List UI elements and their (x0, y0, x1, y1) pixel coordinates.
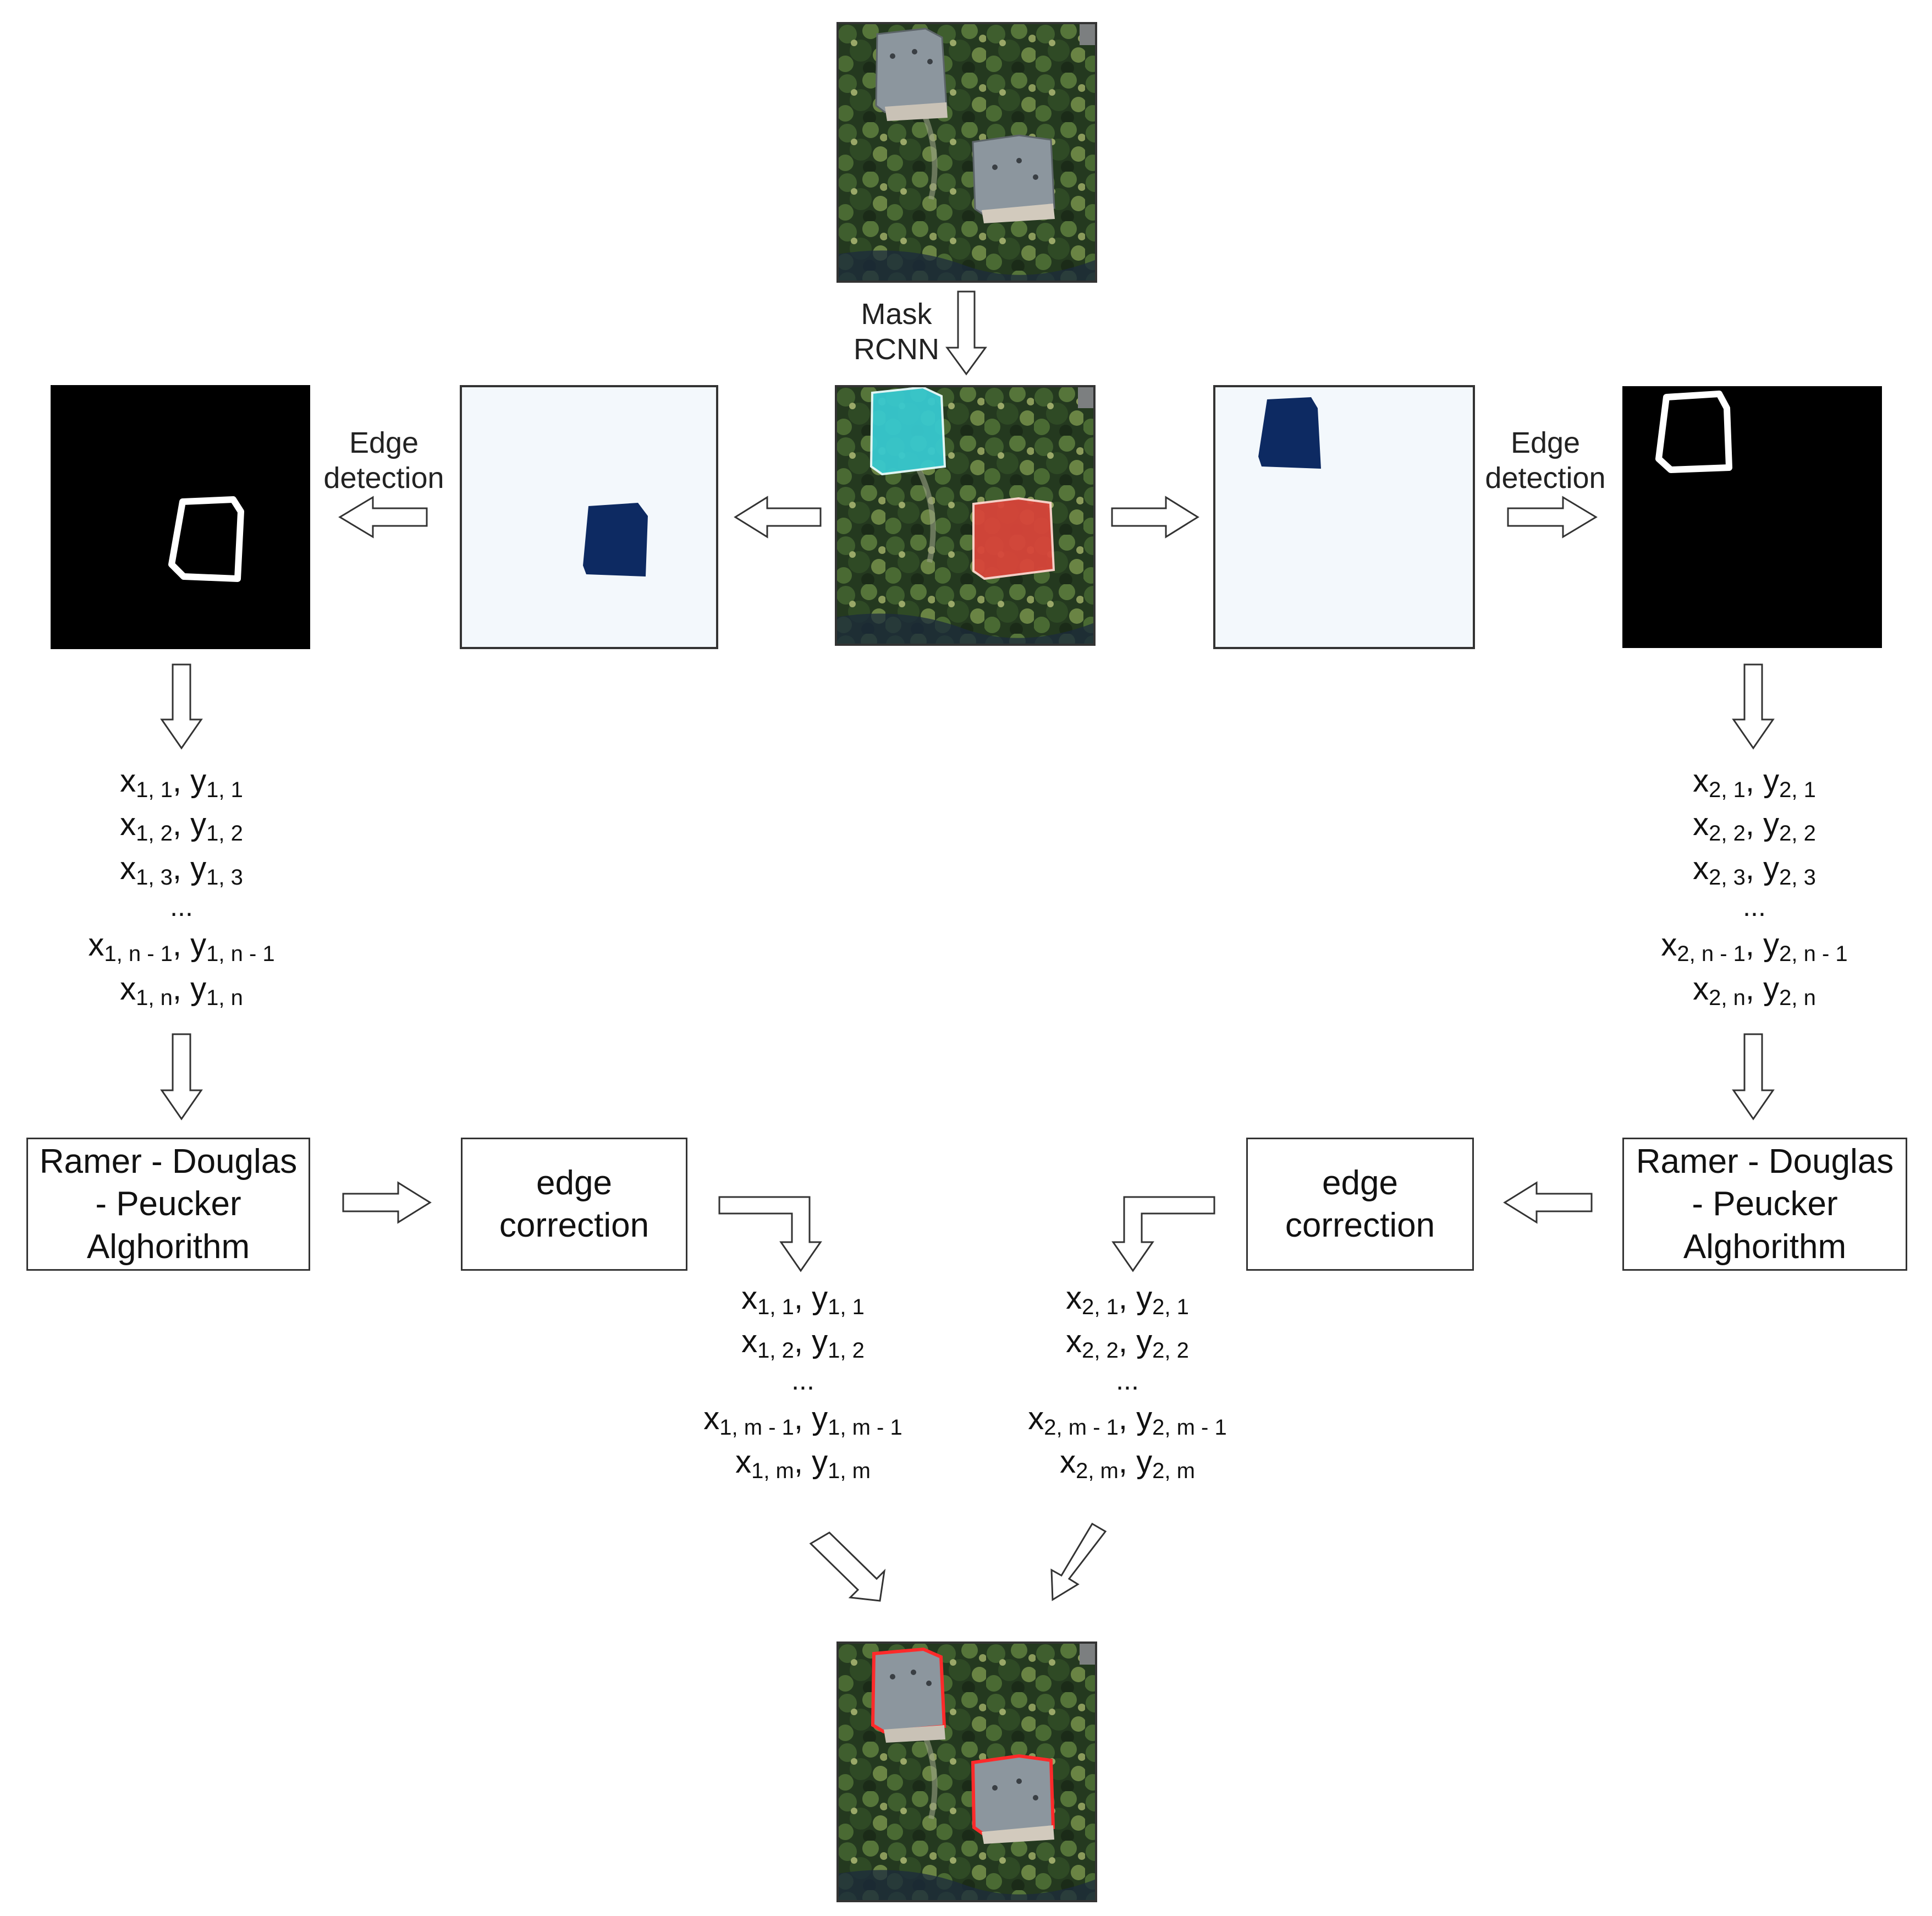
mask-building-1-image (1213, 385, 1475, 649)
coords-list-left-final: x1, 1, y1, 1 x1, 2, y1, 2... x1, m - 1, y1… (665, 1276, 940, 1484)
coord-pair: x2, m, y2, m (1060, 1444, 1195, 1484)
coord-pair: x2, 1, y2, 1 (1693, 763, 1816, 802)
coords-ellipsis: ... (1116, 1364, 1139, 1396)
coord-pair: x1, n, y1, n (120, 970, 243, 1010)
building-top-left-outlined (871, 1647, 946, 1743)
coords-ellipsis: ... (791, 1364, 814, 1396)
coord-pair: x1, n - 1, y1, n - 1 (88, 927, 275, 967)
arrow-down-left-1 (160, 663, 203, 750)
edge-building-1-image (1622, 386, 1882, 648)
arrow-right-edge-detection (1507, 496, 1598, 539)
edge-detection-label-right: Edge detection (1485, 426, 1606, 495)
coord-pair: x1, 2, y1, 2 (120, 806, 243, 846)
arrow-down-mask-rcnn (945, 290, 987, 376)
coord-pair: x2, 3, y2, 3 (1693, 850, 1816, 890)
coords-list-right-final: x2, 1, y2, 1 x2, 2, y2, 2... x2, m - 1, y2… (990, 1276, 1265, 1484)
coord-pair: x1, m, y1, m (735, 1444, 871, 1484)
arrow-elbow-left (718, 1196, 822, 1272)
arrow-left-edge-detection (338, 496, 428, 539)
coord-pair: x2, m - 1, y2, m - 1 (1028, 1400, 1227, 1440)
arrow-right-to-mask-1 (1111, 496, 1199, 539)
mask-2-shape (583, 503, 648, 577)
edge-2-outline (168, 496, 244, 582)
rdp-algorithm-box-right: Ramer - Douglas - Peucker Alghorithm (1622, 1138, 1907, 1271)
mask-rcnn-label: Mask RCNN (854, 298, 939, 366)
coord-pair: x2, n - 1, y2, n - 1 (1661, 927, 1848, 967)
coords-ellipsis: ... (1743, 891, 1766, 923)
arrow-down-left-2 (160, 1033, 203, 1121)
coord-pair: x1, m - 1, y1, m - 1 (703, 1400, 902, 1440)
arrow-left-to-mask-2 (734, 496, 822, 539)
rdp-algorithm-box-left: Ramer - Douglas - Peucker Alghorithm (26, 1138, 310, 1271)
arrow-down-right-1 (1732, 663, 1775, 750)
arrow-diagonal-left (809, 1531, 886, 1602)
coord-pair: x2, 1, y2, 1 (1066, 1280, 1189, 1319)
mask-building-2-image (460, 385, 718, 649)
coord-pair: x2, 2, y2, 2 (1693, 806, 1816, 846)
input-aerial-image (838, 23, 1096, 282)
detection-result-image (836, 386, 1094, 645)
coord-pair: x1, 2, y1, 2 (741, 1324, 865, 1363)
mask-1-shape (1258, 397, 1321, 469)
arrow-rdp-to-correction-left (342, 1181, 432, 1224)
edge-detection-label-left: Edge detection (323, 426, 444, 495)
arrow-diagonal-right (1050, 1522, 1107, 1601)
edge-1-outline (1655, 391, 1732, 473)
coord-pair: x2, n, y2, n (1693, 970, 1816, 1010)
coord-pair: x1, 3, y1, 3 (120, 850, 243, 890)
arrow-down-right-2 (1732, 1033, 1775, 1121)
coords-ellipsis: ... (170, 891, 193, 923)
instance-mask-red (972, 497, 1055, 580)
arrow-elbow-right (1111, 1196, 1215, 1272)
building-bottom-right-outlined (971, 1754, 1055, 1844)
instance-mask-cyan (869, 386, 946, 476)
coord-pair: x2, 2, y2, 2 (1066, 1324, 1189, 1363)
building-top-left (875, 28, 948, 121)
building-bottom-right (972, 134, 1055, 223)
edge-building-2-image (51, 385, 310, 649)
edge-correction-box-right: edge correction (1246, 1138, 1474, 1271)
coord-pair: x1, 1, y1, 1 (120, 763, 243, 802)
edge-correction-box-left: edge correction (461, 1138, 687, 1271)
coord-pair: x1, 1, y1, 1 (741, 1280, 865, 1319)
output-aerial-image (838, 1643, 1096, 1901)
arrow-rdp-to-correction-right (1503, 1181, 1593, 1224)
